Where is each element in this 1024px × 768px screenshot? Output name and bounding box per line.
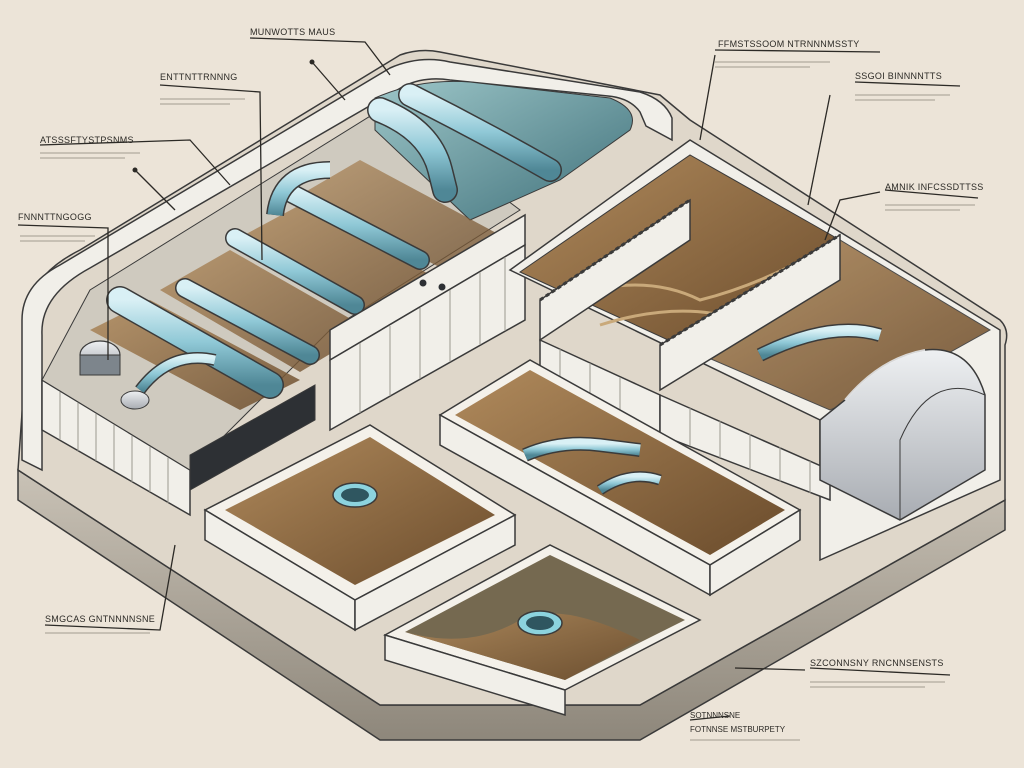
leader-lines bbox=[17, 37, 979, 721]
label-5: FFMSTSSOOM NTRNNNMSSTY bbox=[718, 39, 860, 49]
storage-tank bbox=[819, 348, 986, 521]
middle-clarifier bbox=[438, 359, 802, 597]
label-subtext bbox=[20, 61, 975, 741]
pump-unit bbox=[79, 340, 150, 410]
secondary-treatment-building bbox=[508, 139, 1001, 562]
process-pipes bbox=[106, 83, 562, 399]
settling-tank-left bbox=[203, 424, 517, 632]
label-10b: FOTNNSE MSTBURPETY bbox=[690, 725, 786, 734]
label-9: SZCONNSNY RNCNNSENSTS bbox=[810, 658, 944, 668]
right-wall-ribs bbox=[559, 349, 811, 493]
label-8: SMGCAS GNTNNNNSNE bbox=[45, 614, 155, 624]
label-1: MUNWOTTS MAUS bbox=[250, 27, 335, 37]
clarifier-front bbox=[383, 544, 702, 717]
label-3: ATSSSFTYSTPSNMS bbox=[40, 135, 134, 145]
label-7: AMNIK INFCSSDTTSS bbox=[885, 182, 984, 192]
central-wall bbox=[329, 213, 526, 432]
primary-treatment-building bbox=[21, 58, 673, 517]
label-4: FNNNTTNGOGG bbox=[18, 212, 92, 222]
label-6: SSGOI BINNNNTTS bbox=[855, 71, 942, 81]
label-2: ENTTNTTRNNNG bbox=[160, 72, 238, 82]
label-10a: SOTNNNSNE bbox=[690, 711, 740, 720]
front-wall-ribs bbox=[59, 392, 169, 503]
